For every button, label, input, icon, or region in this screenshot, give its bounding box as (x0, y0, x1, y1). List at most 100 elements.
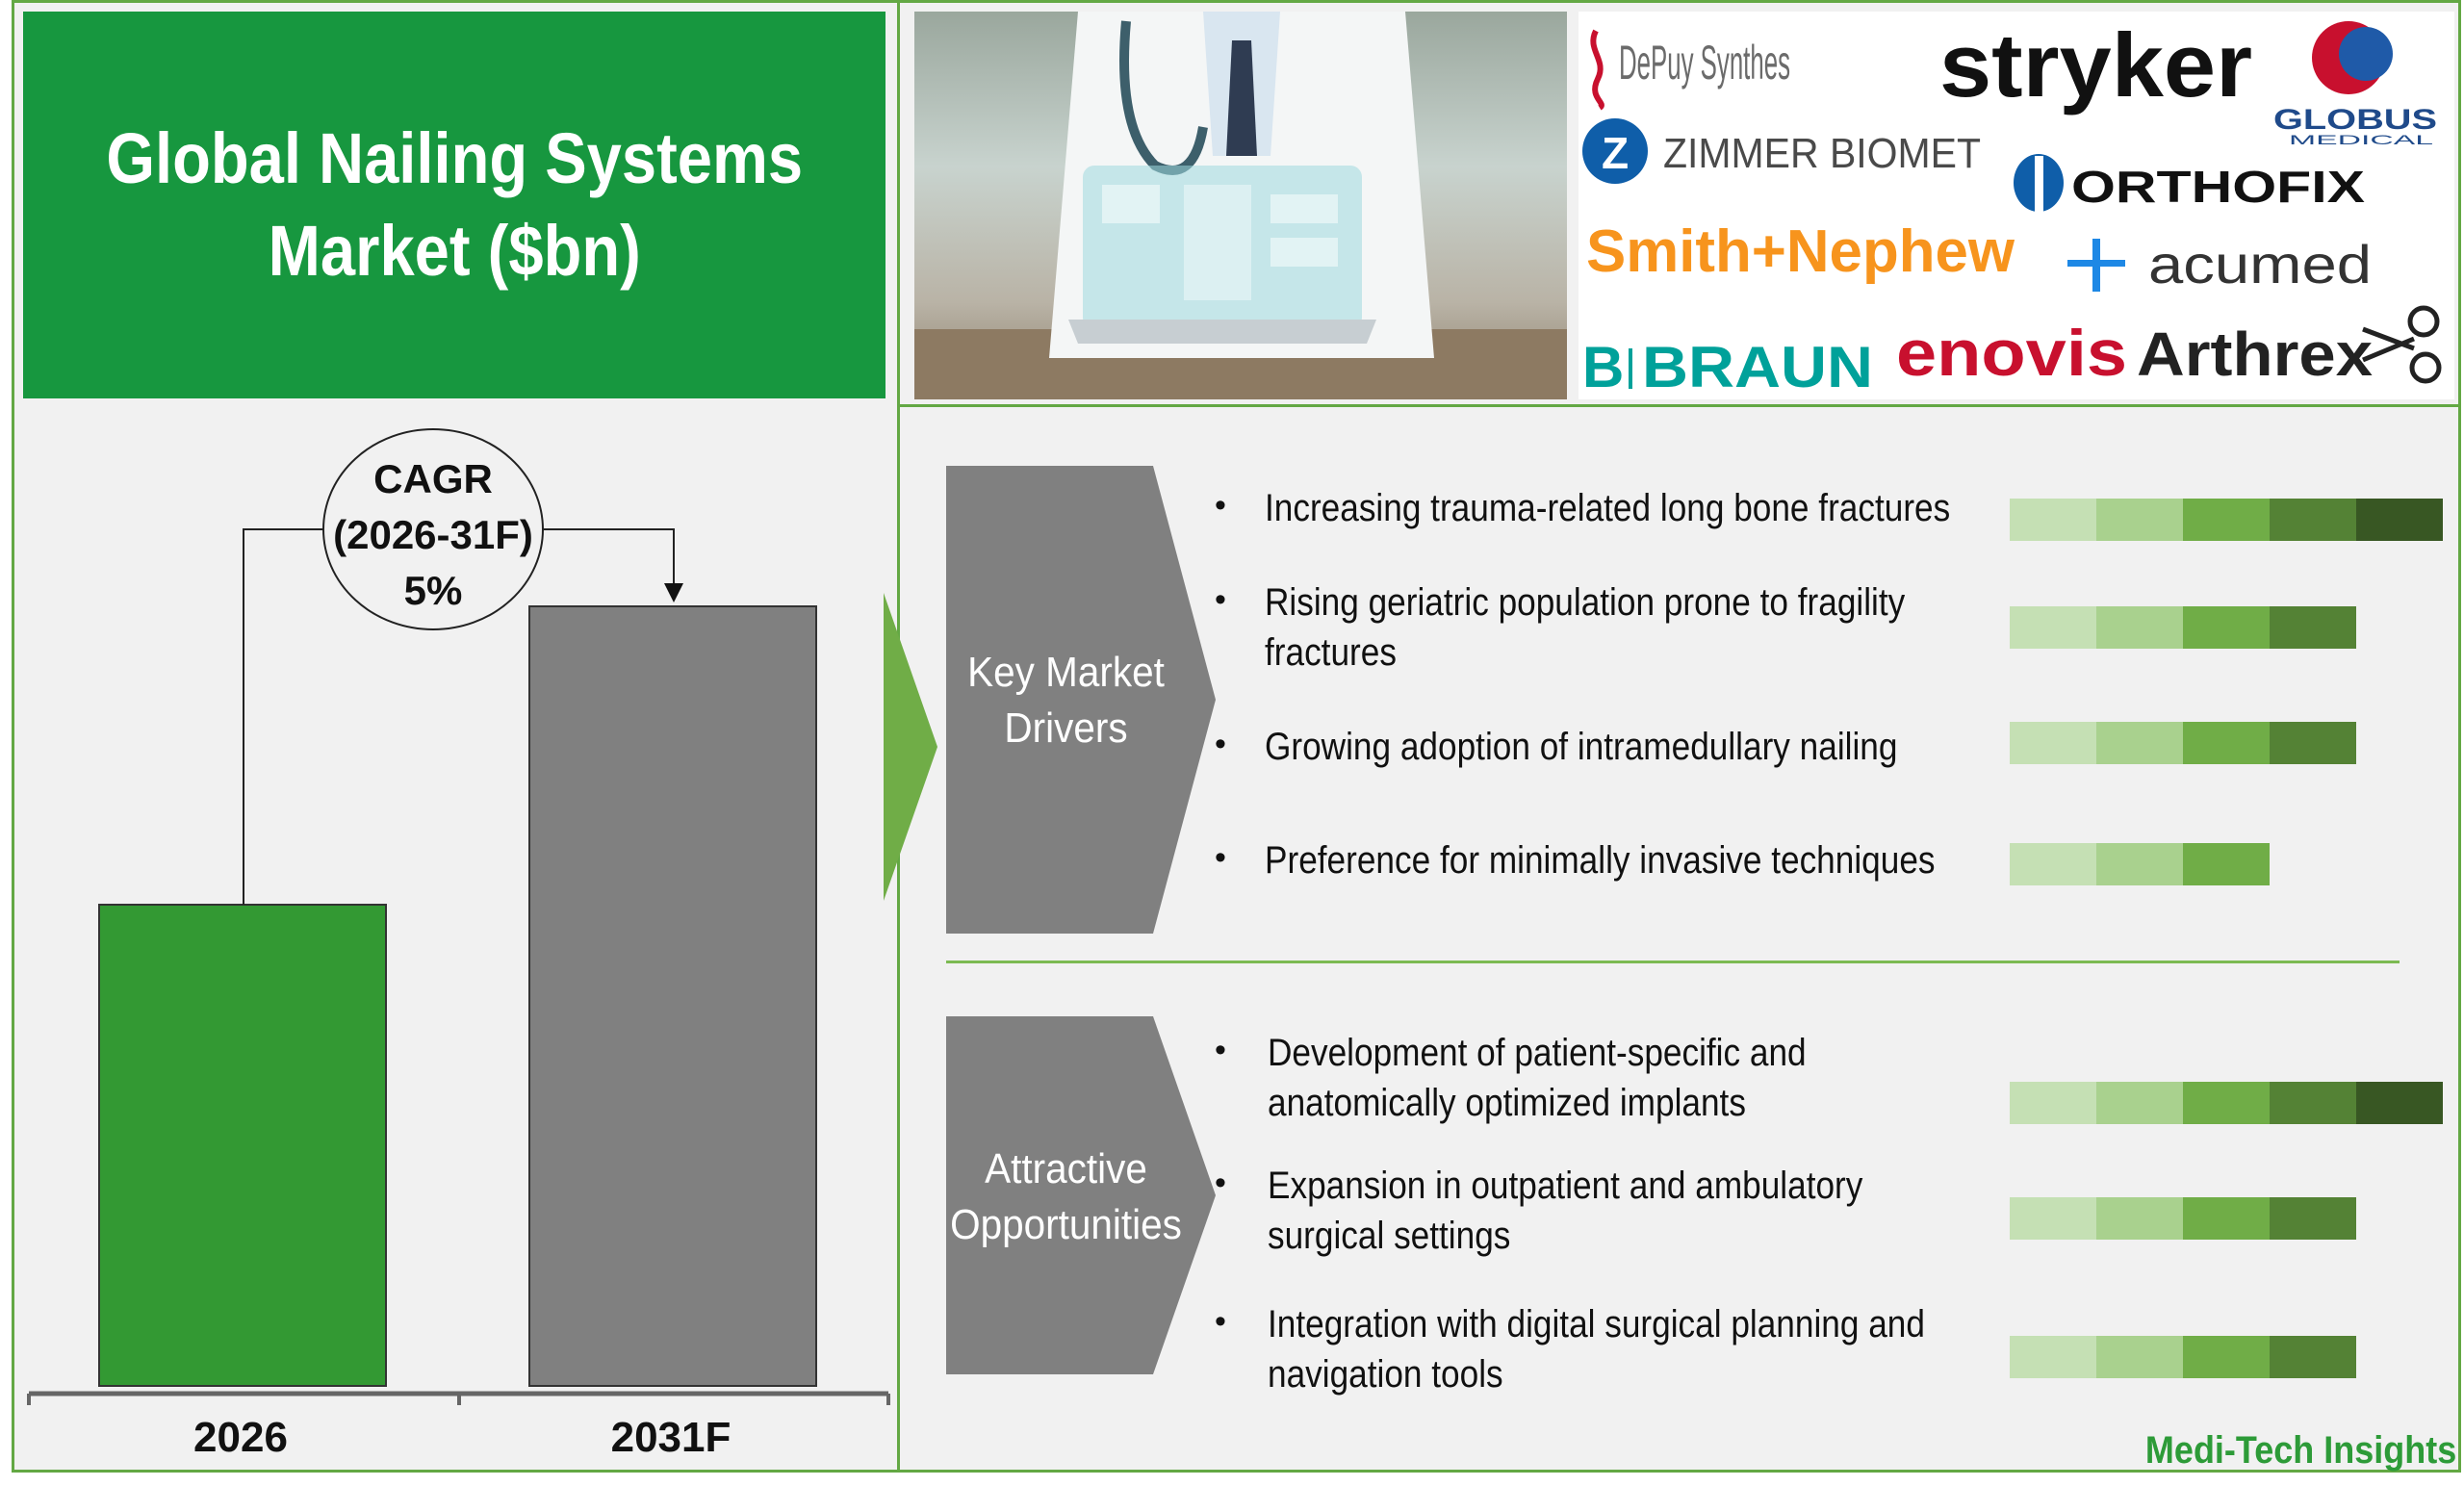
drivers-label-line2: Drivers (1004, 705, 1128, 752)
cagr-label-line: (2026-31F) (333, 512, 533, 557)
driver-item-line: Increasing trauma-related long bone frac… (1265, 487, 1951, 529)
opportunity-rating-segment (2270, 1197, 2356, 1240)
bar-2026 (98, 904, 387, 1387)
depuy-logo: DePuy Synthes (1590, 29, 1790, 111)
opportunity-rating-segment (2270, 1336, 2356, 1378)
svg-text:Z: Z (1602, 128, 1629, 178)
opportunity-item: Expansion in outpatient and ambulatory su… (1268, 1161, 1862, 1261)
stryker-logo-text: stryker (1939, 14, 2252, 115)
opportunity-item-line: navigation tools (1268, 1353, 1503, 1396)
cagr-label-line: 5% (404, 568, 463, 613)
driver-rating-segment (2183, 843, 2270, 885)
opportunity-rating-segment (2096, 1197, 2183, 1240)
opportunity-item: Development of patient-specific and anato… (1268, 1028, 1807, 1128)
acumed-logo: acumed (2067, 234, 2372, 295)
driver-rating-segment (2010, 606, 2096, 649)
bullet-marker: • (1215, 1032, 1226, 1068)
title-line-1: Global Nailing Systems (106, 118, 803, 198)
opportunity-item-line: Integration with digital surgical planni… (1268, 1303, 1925, 1345)
page-title: Global Nailing Systems Market ($bn) (106, 113, 803, 297)
opportunity-rating-segment (2096, 1082, 2183, 1124)
x-tick-label: 2026 (193, 1414, 288, 1461)
driver-rating-segment (2096, 606, 2183, 649)
horizontal-divider (897, 404, 2461, 407)
driver-item: Growing adoption of intramedullary naili… (1265, 722, 1897, 772)
enovis-logo: enovis (1896, 317, 2127, 390)
bullet-marker: • (1215, 726, 1226, 762)
driver-rating-segment (2096, 843, 2183, 885)
opportunity-rating-segment (2356, 1082, 2443, 1124)
opportunity-rating-segment (2010, 1197, 2096, 1240)
bar-2031f (528, 605, 817, 1387)
logos-svg: DePuy Synthes stryker GLOBUS MEDICAL Z Z… (1582, 14, 2442, 399)
opportunity-item-line: surgical settings (1268, 1215, 1511, 1257)
driver-item-line: Rising geriatric population prone to fra… (1265, 581, 1906, 624)
zimmer-logo-text: ZIMMER BIOMET (1663, 130, 1981, 177)
driver-item: Increasing trauma-related long bone frac… (1265, 483, 1950, 533)
driver-item-line: Preference for minimally invasive techni… (1265, 839, 1936, 882)
drivers-label: Key Market Drivers (944, 645, 1188, 756)
driver-rating-segment (2356, 499, 2443, 541)
bullet-marker: • (1215, 581, 1226, 618)
cagr-connector-right (539, 528, 675, 585)
opportunity-item: Integration with digital surgical planni… (1268, 1299, 1925, 1399)
globus-logo: GLOBUS MEDICAL (2273, 21, 2437, 147)
driver-item: Rising geriatric population prone to fra… (1265, 577, 1905, 678)
driver-rating-segment (2183, 499, 2270, 541)
acumed-logo-text: acumed (2148, 234, 2372, 295)
depuy-logo-text: DePuy Synthes (1619, 36, 1790, 90)
doctor-photo (914, 12, 1567, 399)
cagr-connector-left (243, 528, 327, 905)
doctor-illustration (914, 12, 1567, 399)
cagr-label-line: CAGR (373, 456, 493, 501)
opportunity-rating-segment (2270, 1082, 2356, 1124)
opportunity-rating-segment (2096, 1336, 2183, 1378)
opportunity-item-line: Expansion in outpatient and ambulatory (1268, 1165, 1863, 1207)
bbraun-logo-b: B (1582, 335, 1624, 399)
orthofix-logo: ORTHOFIX (2014, 154, 2365, 212)
opportunity-item-line: anatomically optimized implants (1268, 1082, 1746, 1124)
bullet-marker: • (1215, 839, 1226, 876)
globus-logo-subtext: MEDICAL (2289, 132, 2434, 147)
cagr-bubble (322, 428, 544, 630)
bbraun-logo: B BRAUN (1582, 335, 1873, 399)
driver-rating-segment (2096, 499, 2183, 541)
arthrex-logo-text: Arthrex (2137, 320, 2373, 389)
driver-rating-segment (2183, 606, 2270, 649)
driver-rating-segment (2270, 722, 2356, 764)
cagr-arrowhead (664, 583, 683, 602)
globus-logo-text: GLOBUS (2273, 104, 2437, 136)
bullet-marker: • (1215, 1165, 1226, 1201)
driver-item-line: Growing adoption of intramedullary naili… (1265, 726, 1898, 768)
stryker-logo: stryker (1939, 14, 2252, 115)
driver-item-line: fractures (1265, 631, 1397, 674)
driver-item: Preference for minimally invasive techni… (1265, 835, 1935, 885)
section-arrow (884, 593, 937, 901)
x-tick-label: 2031F (611, 1414, 732, 1461)
driver-rating-segment (2010, 499, 2096, 541)
driver-rating-segment (2270, 606, 2356, 649)
opportunity-rating-segment (2010, 1082, 2096, 1124)
opportunities-chevron (946, 1016, 1216, 1374)
section-separator (946, 961, 2400, 963)
brand-footer: Medi-Tech Insights (2144, 1429, 2456, 1472)
opportunity-rating-segment (2183, 1336, 2270, 1378)
drivers-chevron (946, 466, 1216, 934)
opportunity-rating-segment (2183, 1082, 2270, 1124)
title-box: Global Nailing Systems Market ($bn) (23, 12, 886, 398)
driver-rating-segment (2270, 499, 2356, 541)
opportunity-item-line: Development of patient-specific and (1268, 1032, 1807, 1074)
driver-rating-segment (2010, 722, 2096, 764)
opportunity-rating-segment (2010, 1336, 2096, 1378)
driver-rating-segment (2096, 722, 2183, 764)
drivers-label-line1: Key Market (967, 649, 1165, 696)
bullet-marker: • (1215, 1303, 1226, 1340)
bar-chart: 2026 2031F CAGR (2026-31F) 5% (27, 428, 890, 1461)
opportunities-label-line1: Attractive (985, 1145, 1147, 1192)
zimmer-logo: Z ZIMMER BIOMET (1582, 118, 1981, 184)
bullet-marker: • (1215, 487, 1226, 524)
driver-rating-segment (2010, 843, 2096, 885)
bbraun-logo-text: BRAUN (1642, 335, 1873, 399)
title-line-2: Market ($bn) (268, 211, 641, 291)
opportunities-label-line2: Opportunities (950, 1201, 1182, 1248)
